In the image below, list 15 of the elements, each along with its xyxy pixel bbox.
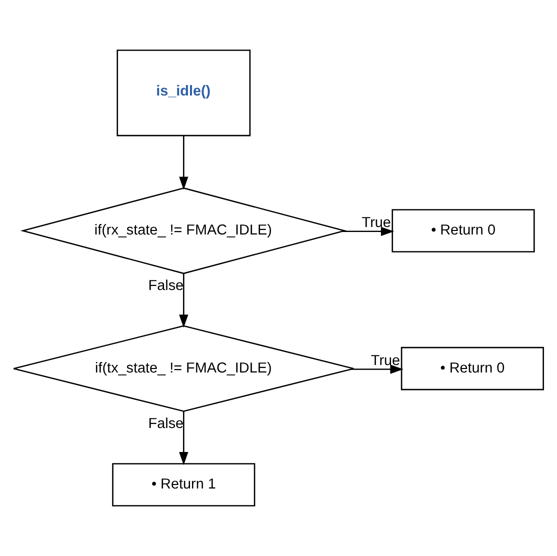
edge-label: False <box>148 278 184 294</box>
node-box: • Return 0 <box>400 346 544 390</box>
edge-label: True <box>362 215 391 232</box>
node-diamond: if(rx_state_ != FMAC_IDLE) <box>20 187 348 274</box>
node-box: • Return 1 <box>112 463 256 506</box>
node-box: is_idle() <box>116 50 251 136</box>
edge-label: False <box>148 416 184 432</box>
arrow <box>179 412 188 466</box>
arrow <box>342 226 394 236</box>
arrow <box>351 364 404 374</box>
node-box: • Return 0 <box>392 209 535 252</box>
arrow <box>179 274 188 328</box>
node-diamond: if(tx_state_ != FMAC_IDLE) <box>13 325 354 412</box>
arrow <box>179 136 188 190</box>
edge-label: True <box>370 353 400 370</box>
